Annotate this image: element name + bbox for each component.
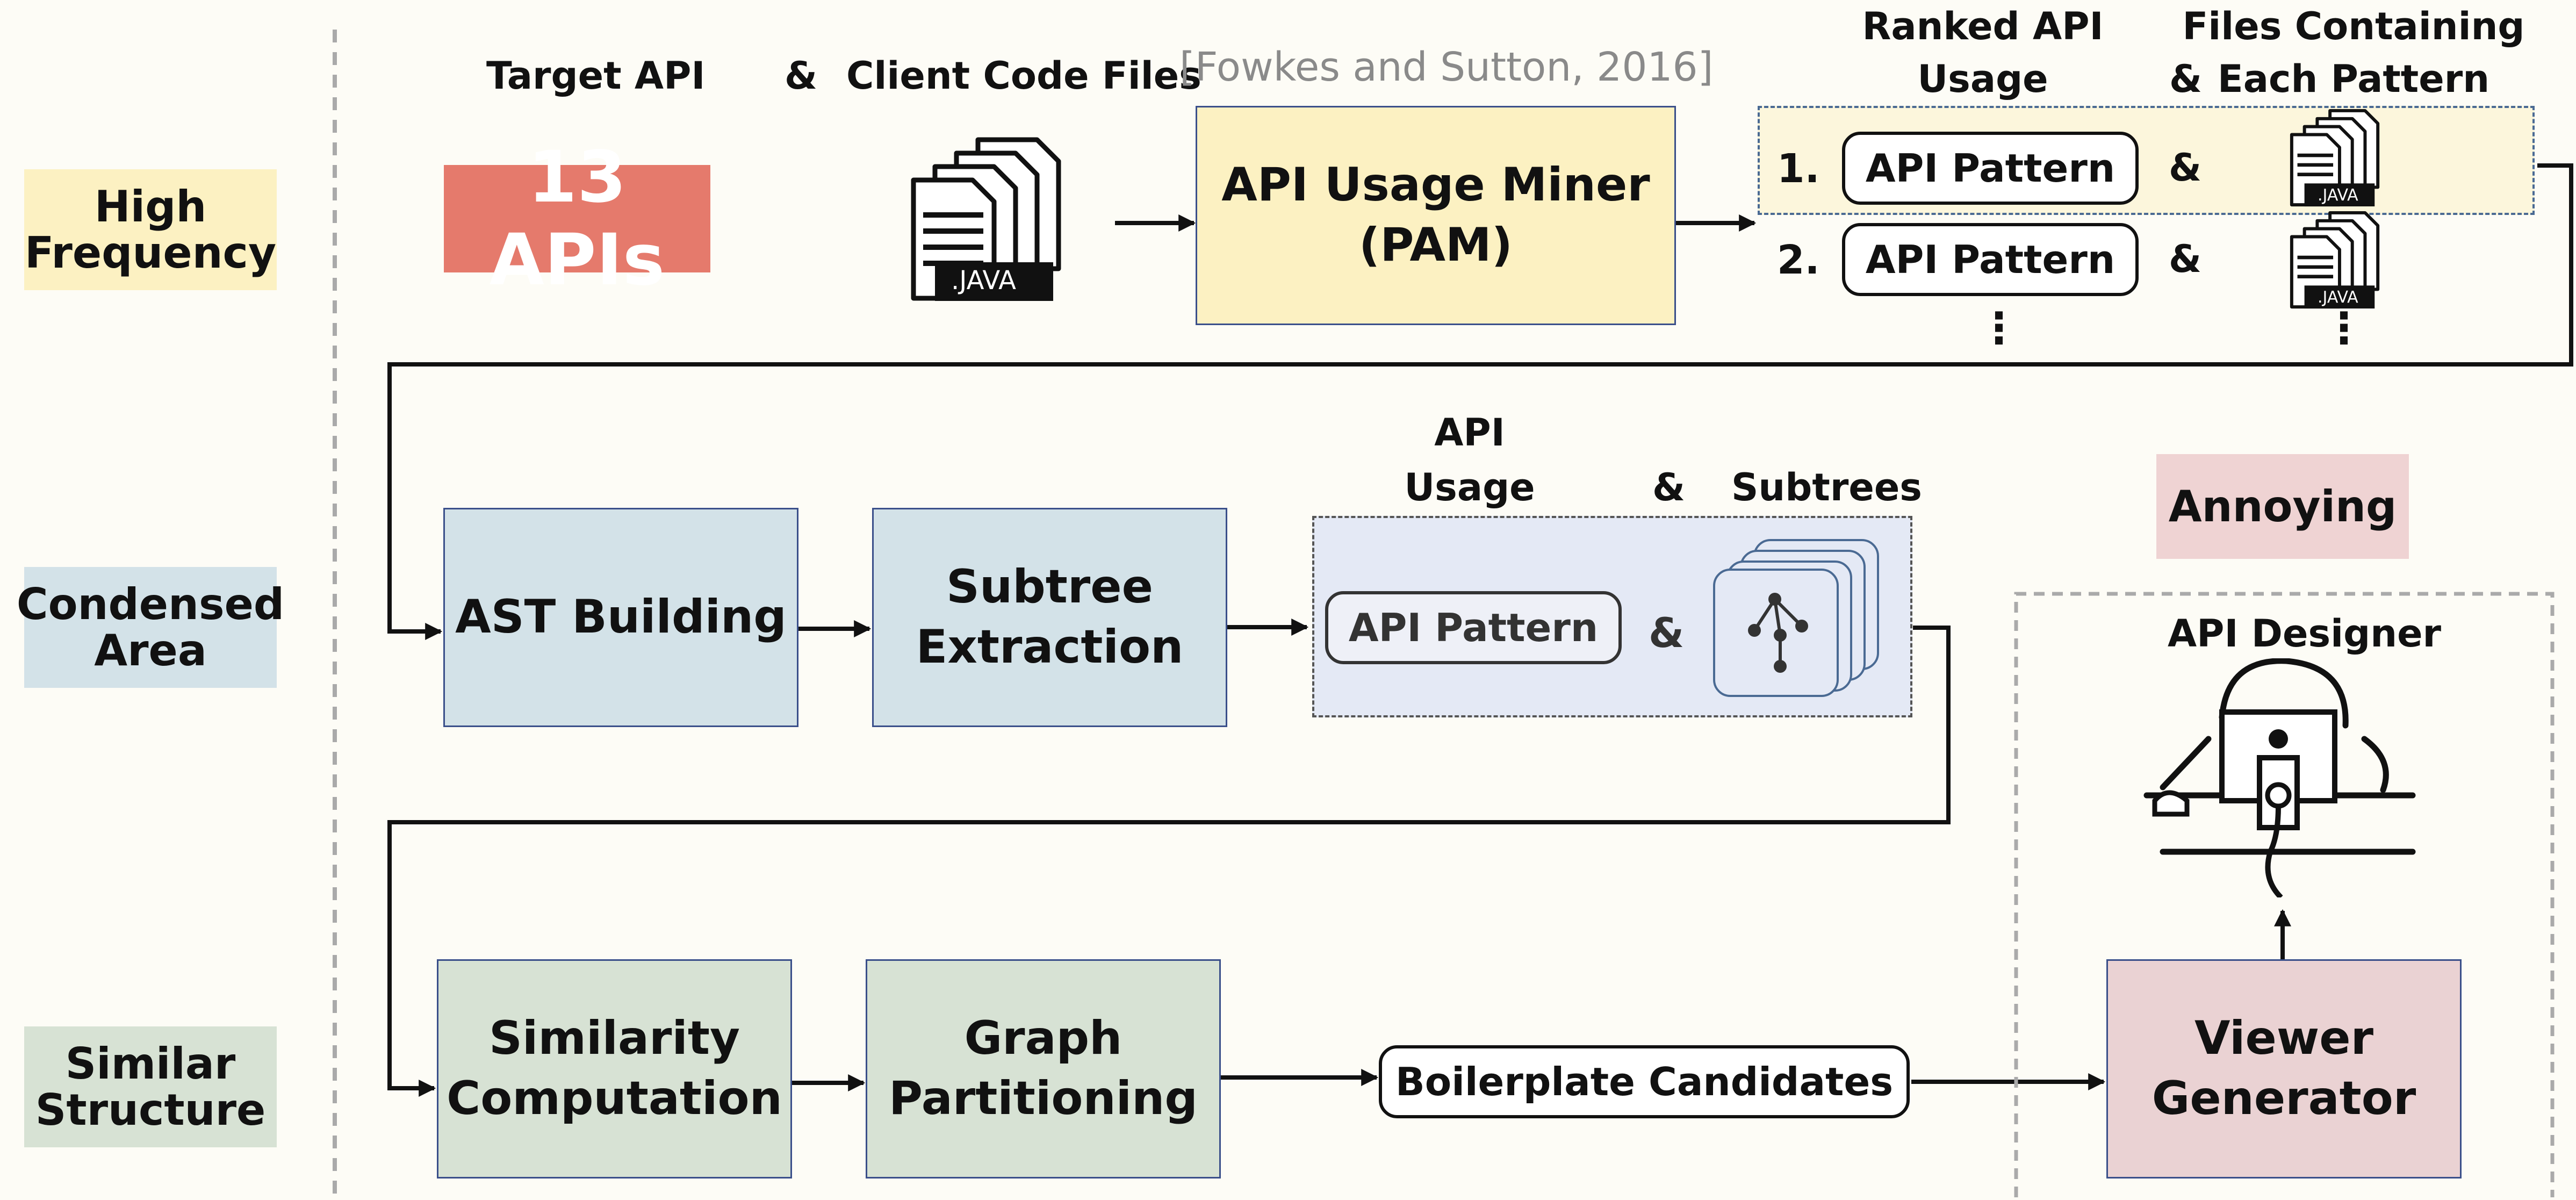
api-designer-label: API Designer — [2168, 612, 2442, 656]
ast-building-box: AST Building — [443, 508, 798, 727]
ellipsis-files: ⋮ — [2322, 303, 2365, 353]
boilerplate-candidates-pill: Boilerplate Candidates — [1379, 1045, 1910, 1118]
citation: [Fowkes and Sutton, 2016] — [1179, 44, 1714, 90]
miner-line1: API Usage Miner — [1221, 158, 1650, 212]
viewer-line1: Viewer — [2194, 1011, 2374, 1066]
subtrees-header: Subtrees — [1731, 465, 1922, 509]
target-api-label: Target API — [486, 54, 706, 98]
files-header: Files Containing Each Pattern — [2182, 0, 2525, 105]
ranked-item-ampersand: & — [2169, 237, 2202, 281]
subtree-stack-icon — [1711, 537, 1883, 699]
ranked-ampersand: & — [2169, 57, 2203, 101]
apis-count-text: 13 APIs — [489, 136, 665, 301]
subtree-line2: Extraction — [916, 620, 1184, 674]
ellipsis-pattern: ⋮ — [1977, 303, 2020, 353]
similarity-computation-box: Similarity Computation — [437, 959, 792, 1179]
similarity-line1: Similarity — [488, 1011, 740, 1066]
java-label: .JAVA — [2318, 288, 2358, 307]
designer-person-icon — [2141, 658, 2421, 900]
annoying-label: Annoying — [2156, 454, 2409, 559]
ranked-item-pattern: API Pattern — [1842, 223, 2139, 296]
java-files-icon: .JAVA — [2288, 107, 2385, 210]
stage-label-similar-structure: Similar Structure — [24, 1026, 277, 1147]
files-header-line2: Each Pattern — [2217, 57, 2490, 101]
header-api: API — [1434, 411, 1505, 455]
ranked-item-number: 2. — [1777, 237, 1820, 283]
stage-label-text: Condensed Area — [16, 579, 285, 676]
stage-label-text: Similar Structure — [35, 1038, 266, 1135]
arrow-pattern-to-similarity — [387, 626, 1951, 1097]
boilerplate-label: Boilerplate Candidates — [1395, 1059, 1894, 1104]
java-files-icon: .JAVA — [2288, 210, 2385, 312]
java-label: .JAVA — [951, 265, 1016, 296]
subtree-line1: Subtree — [946, 560, 1153, 614]
pattern-label: API Pattern — [1348, 605, 1599, 650]
viewer-generator-box: Viewer Generator — [2106, 959, 2462, 1179]
similarity-line2: Computation — [447, 1072, 782, 1125]
files-header-line1: Files Containing — [2182, 4, 2525, 48]
annoying-text: Annoying — [2168, 482, 2397, 531]
graph-line2: Partitioning — [889, 1072, 1198, 1125]
pattern-label: API Pattern — [1865, 237, 2116, 282]
stage-label-text: High Frequency — [24, 181, 277, 278]
graph-line1: Graph — [964, 1011, 1122, 1066]
api-usage-miner-box: API Usage Miner (PAM) — [1196, 106, 1676, 325]
ranked-item-number: 1. — [1777, 146, 1820, 192]
stage-label-condensed-area: Condensed Area — [17, 567, 284, 688]
viewer-line2: Generator — [2152, 1072, 2416, 1125]
graph-partitioning-box: Graph Partitioning — [866, 959, 1221, 1179]
arrow-ranked-to-ast — [387, 163, 2573, 640]
ranked-item-pattern: API Pattern — [1842, 132, 2139, 205]
ampersand: & — [785, 54, 818, 98]
ranked-header-line1: Ranked API — [1862, 4, 2104, 48]
ast-building-label: AST Building — [455, 590, 787, 644]
usage-ampersand: & — [1652, 465, 1686, 509]
pattern-pill: API Pattern — [1325, 591, 1622, 664]
subtree-extraction-box: Subtree Extraction — [872, 508, 1227, 727]
apis-count-badge: 13 APIs — [444, 136, 710, 301]
designer-region-border — [2014, 592, 2555, 1197]
client-code-label: Client Code Files — [846, 54, 1201, 98]
miner-line2: (PAM) — [1359, 218, 1513, 272]
ranked-item-ampersand: & — [2169, 146, 2202, 190]
pattern-label: API Pattern — [1865, 146, 2116, 191]
stage-label-high-frequency: High Frequency — [24, 169, 277, 290]
java-label: .JAVA — [2318, 186, 2358, 205]
java-files-icon: .JAVA — [908, 134, 1069, 306]
pattern-ampersand: & — [1649, 609, 1685, 657]
